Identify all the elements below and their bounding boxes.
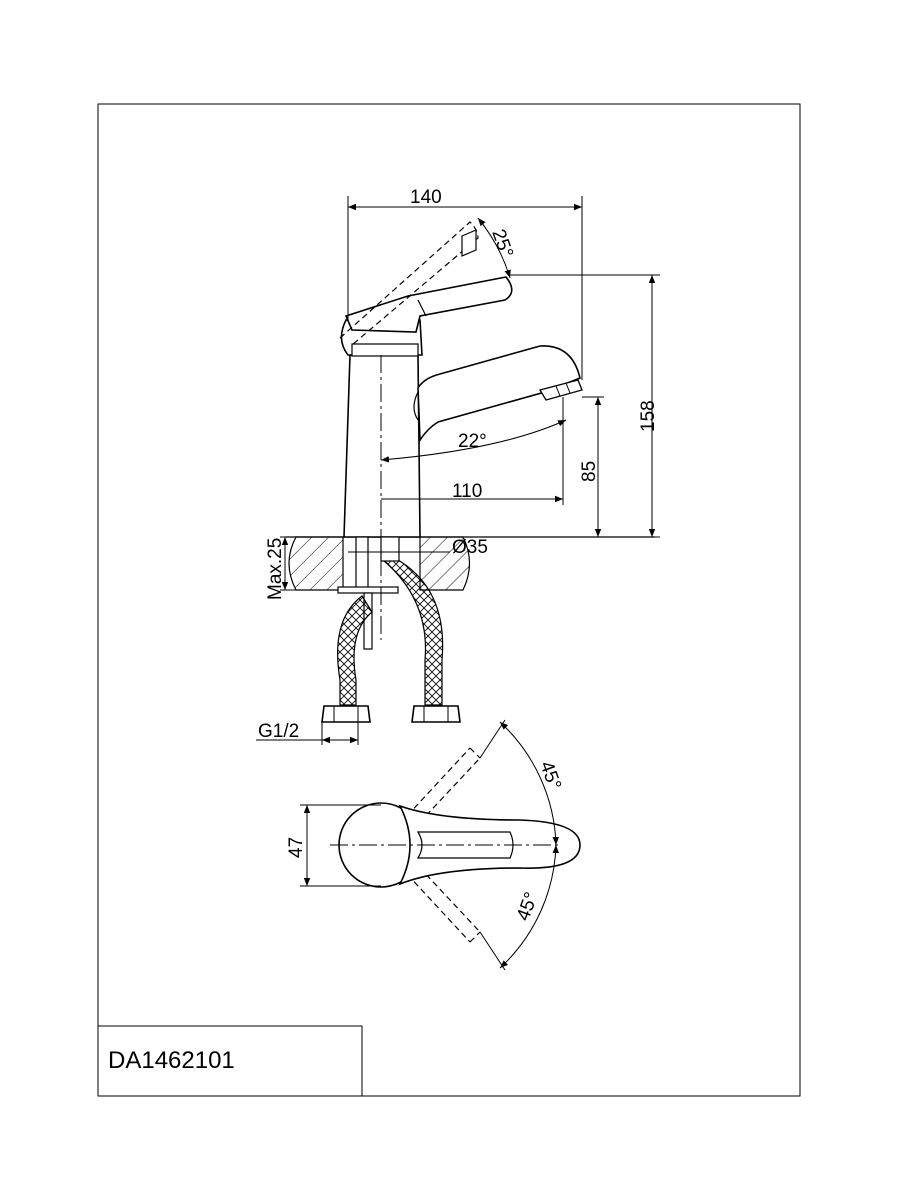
countertop-section-left xyxy=(288,536,344,591)
model-code: DA1462101 xyxy=(108,1047,235,1074)
side-view xyxy=(286,221,655,723)
hose-right xyxy=(381,559,444,706)
dim-connection-thread: G1/2 xyxy=(258,721,299,742)
side-view-dimensions xyxy=(256,196,660,745)
dim-max-counter-thickness: Max.25 xyxy=(265,538,286,600)
hose-left xyxy=(337,595,373,706)
aerator xyxy=(538,379,583,401)
dim-spout-reach: 110 xyxy=(452,481,482,502)
dim-hole-diameter: Ø35 xyxy=(452,537,488,558)
drawing-frame xyxy=(97,103,801,1097)
title-block xyxy=(97,1025,363,1097)
dim-spout-angle: 22° xyxy=(458,431,487,452)
dim-overall-height: 158 xyxy=(638,400,659,432)
dim-rotation-angle-lower: 45° xyxy=(513,890,543,924)
dim-rotation-angle-upper: 45° xyxy=(535,759,565,793)
countertop-section-right xyxy=(419,536,471,591)
dim-overall-width: 140 xyxy=(410,187,442,208)
top-view-dimensions xyxy=(300,719,559,971)
dim-lever-angle: 25° xyxy=(487,227,517,261)
faucet-body xyxy=(343,354,421,538)
dim-spout-height: 85 xyxy=(579,461,600,482)
lever-handle xyxy=(344,276,513,333)
mounting-stud xyxy=(355,536,369,590)
dim-body-width: 47 xyxy=(286,837,307,858)
nut-right xyxy=(411,705,461,723)
nut-left xyxy=(321,705,371,723)
